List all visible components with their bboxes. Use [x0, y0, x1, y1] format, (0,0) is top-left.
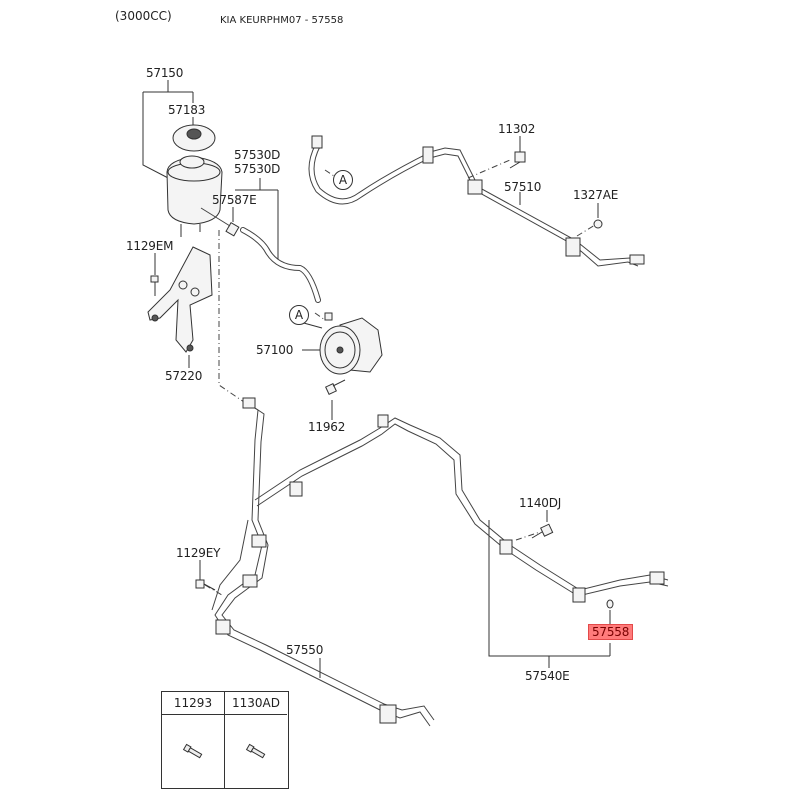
- reservoir-57150[interactable]: [166, 124, 223, 237]
- label-11302[interactable]: 11302: [498, 122, 536, 136]
- bolt-icon: [245, 743, 266, 759]
- kit-table: 11293 1130AD: [161, 691, 289, 789]
- label-57530d-2[interactable]: 57530D: [234, 162, 281, 176]
- bolt-1129em[interactable]: [150, 275, 159, 296]
- bolt-11962[interactable]: [325, 379, 346, 395]
- label-1129ey[interactable]: 1129EY: [176, 546, 221, 560]
- leader-lines: [142, 80, 611, 678]
- bolt-icon: [182, 743, 203, 759]
- diagram-title: KIA KEURPHM07 - 57558: [220, 15, 344, 26]
- bolt-11302[interactable]: [509, 151, 526, 169]
- label-1327ae[interactable]: 1327AE: [573, 188, 619, 202]
- kit-cell-1130ad[interactable]: 1130AD: [225, 692, 287, 788]
- pipe-57540e[interactable]: [254, 414, 669, 603]
- bolt-1129ey[interactable]: [195, 579, 216, 591]
- callout-a-pump[interactable]: A: [289, 305, 309, 325]
- label-1129em[interactable]: 1129EM: [126, 239, 174, 253]
- pipe-57550[interactable]: [211, 397, 435, 727]
- bolt-1140dj[interactable]: [531, 523, 554, 539]
- bracket-57220[interactable]: [147, 246, 213, 353]
- engine-label: (3000CC): [115, 9, 172, 23]
- label-57510[interactable]: 57510: [504, 180, 542, 194]
- label-57530d-1[interactable]: 57530D: [234, 148, 281, 162]
- kit-header-11293: 11293: [162, 692, 224, 715]
- label-57540e[interactable]: 57540E: [525, 669, 570, 683]
- label-57558-highlighted[interactable]: 57558: [588, 624, 634, 640]
- dash-lines: [204, 159, 596, 596]
- pipe-57510[interactable]: [308, 135, 645, 267]
- oring-57558[interactable]: [606, 599, 614, 609]
- kit-header-1130ad: 1130AD: [225, 692, 287, 715]
- label-57183[interactable]: 57183: [168, 103, 206, 117]
- label-57550[interactable]: 57550: [286, 643, 324, 657]
- label-57100[interactable]: 57100: [256, 343, 294, 357]
- label-57220[interactable]: 57220: [165, 369, 203, 383]
- callout-a-top[interactable]: A: [333, 170, 353, 190]
- nut-1327ae[interactable]: [593, 219, 603, 229]
- label-1140dj[interactable]: 1140DJ: [519, 496, 562, 510]
- label-57150[interactable]: 57150: [146, 66, 184, 80]
- hose-57530d[interactable]: [200, 207, 321, 303]
- label-57587e[interactable]: 57587E: [212, 193, 257, 207]
- kit-cell-11293[interactable]: 11293: [162, 692, 225, 788]
- label-11962[interactable]: 11962: [308, 420, 346, 434]
- pump-57100[interactable]: [319, 312, 383, 375]
